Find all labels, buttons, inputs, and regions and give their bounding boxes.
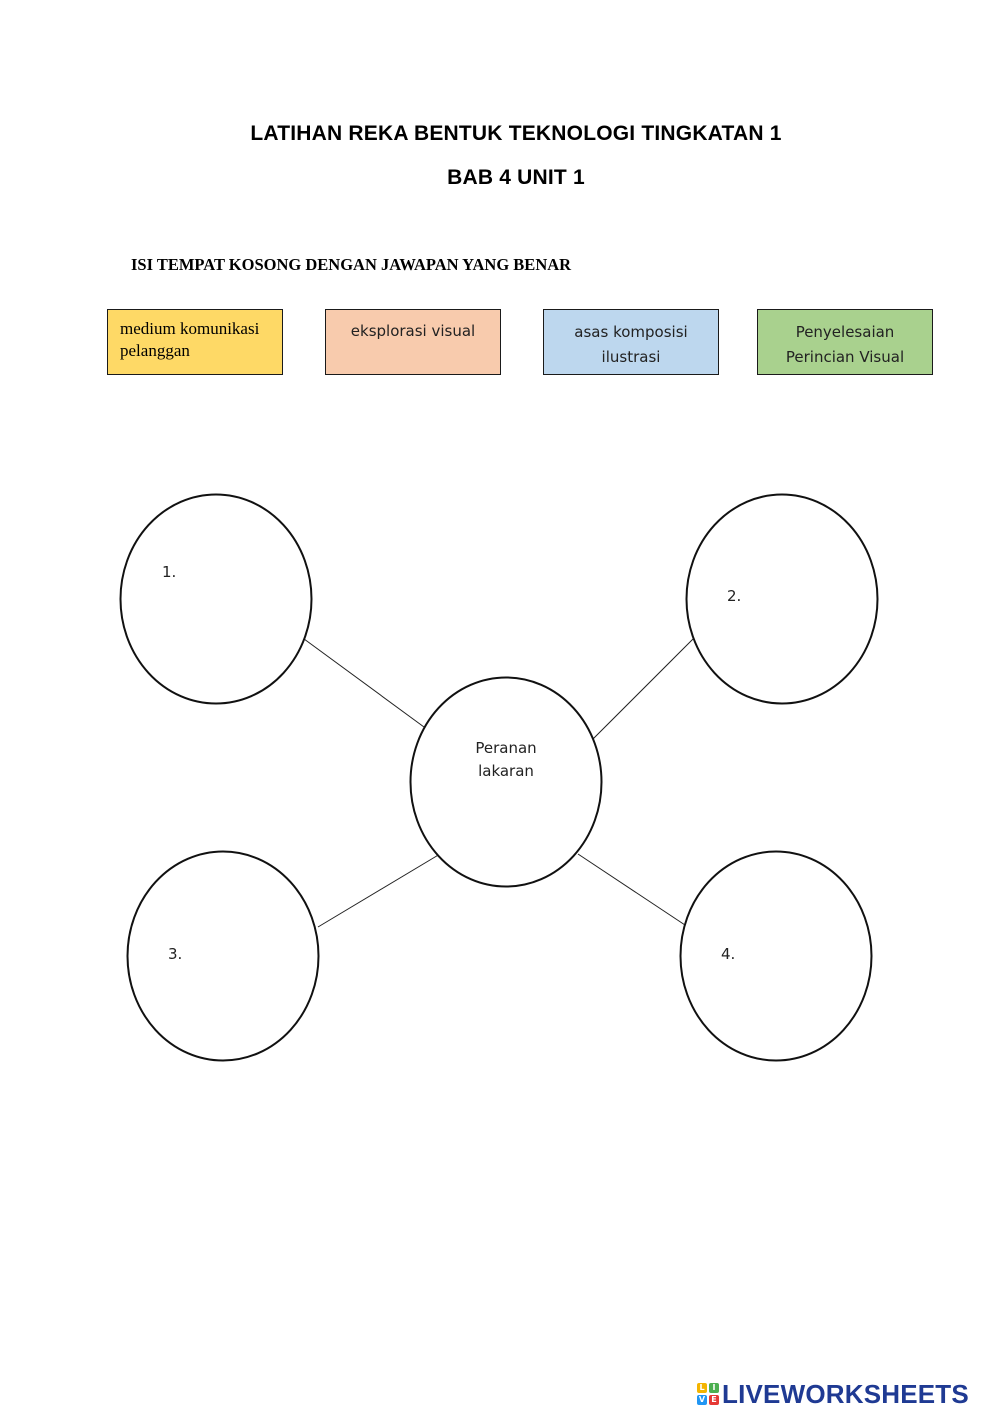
connector-4 [577,853,689,928]
word-bank-item-1[interactable]: medium komunikasi pelanggan [107,309,283,375]
word-bank-item-2-line1: eksplorasi visual [350,322,476,340]
logo-tile-e: E [709,1395,719,1405]
answer-circle-4[interactable] [679,850,873,1062]
logo-tile-l: L [697,1383,707,1393]
connector-1 [299,635,425,728]
worksheet-title: LATIHAN REKA BENTUK TEKNOLOGI TINGKATAN … [250,122,782,145]
word-bank-item-1-line2: pelanggan [120,341,190,360]
logo-tile-i: I [709,1383,719,1393]
worksheet-subtitle: BAB 4 UNIT 1 [447,166,585,189]
word-bank-item-4[interactable]: Penyelesaian Perincian Visual [757,309,933,375]
logo-tile-v: V [697,1395,707,1405]
word-bank-item-1-line1: medium komunikasi [120,319,260,338]
center-circle [409,676,603,888]
word-bank-item-3[interactable]: asas komposisi ilustrasi [543,309,719,375]
center-label-line2: lakaran [478,762,534,780]
node-number-1: 1. [162,563,177,581]
word-bank-item-3-line1: asas komposisi [574,323,688,341]
word-bank-item-3-line2: ilustrasi [601,348,661,366]
brand-name: LIVEWORKSHEETS [722,1378,969,1409]
instruction-text: ISI TEMPAT KOSONG DENGAN JAWAPAN YANG BE… [131,255,572,274]
connector-2 [591,636,696,741]
answer-circle-3[interactable] [126,850,320,1062]
answer-circle-1[interactable] [119,493,313,705]
word-bank-item-2[interactable]: eksplorasi visual [325,309,501,375]
center-label-line1: Peranan [475,739,537,757]
node-number-2: 2. [727,587,742,605]
liveworksheets-logo-icon: L I V E [697,1383,719,1405]
word-bank-item-4-line2: Perincian Visual [785,348,905,366]
word-bank-item-4-line1: Penyelesaian [795,323,895,341]
liveworksheets-brand: L I V E LIVEWORKSHEETS [697,1378,969,1410]
node-number-3: 3. [168,945,183,963]
center-label: Peranan lakaran [446,737,566,783]
node-number-4: 4. [721,945,736,963]
connector-3 [317,853,441,928]
answer-circle-2[interactable] [685,493,879,705]
